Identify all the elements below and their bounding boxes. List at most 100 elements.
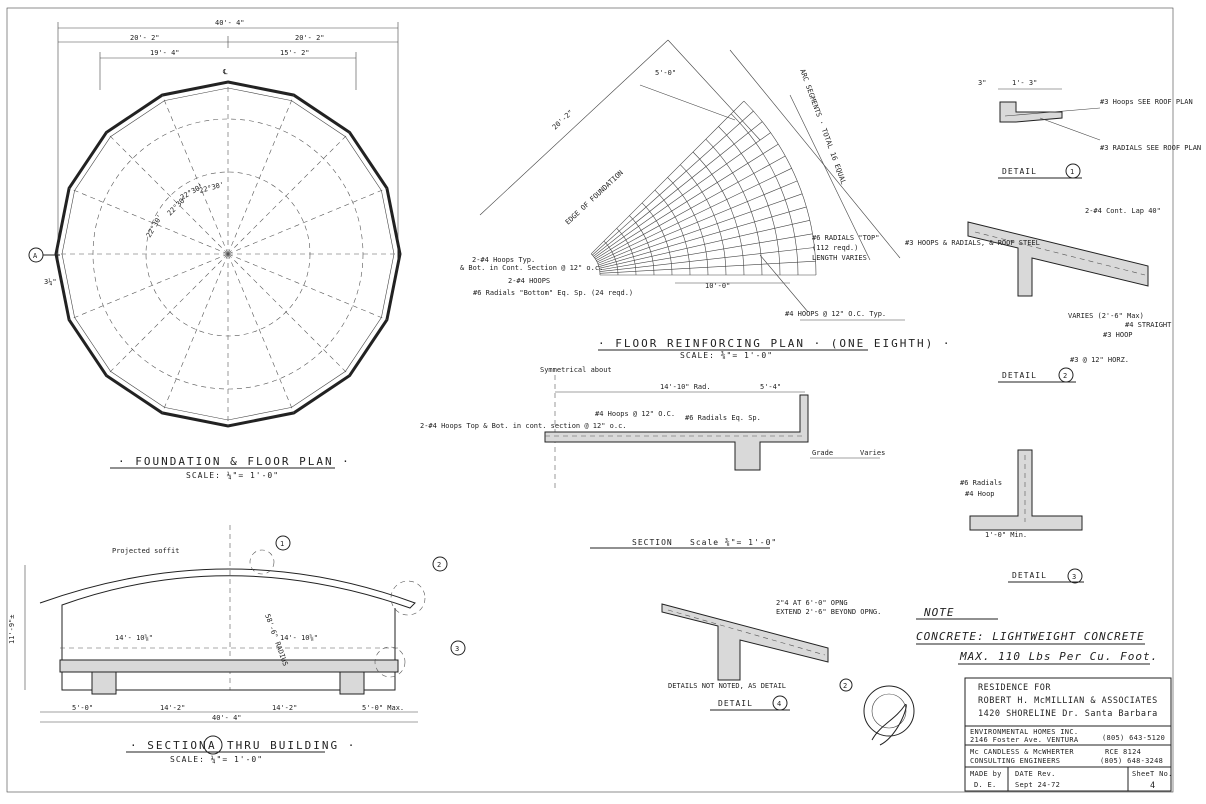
dim-c: 5'-0" [72, 704, 93, 712]
callout-2 [432, 556, 448, 572]
section-a-marker [203, 735, 223, 755]
d1-dim-b: 1'- 3" [1012, 79, 1037, 87]
d3-note-c: 1'-0" Min. [985, 531, 1027, 539]
engineer-seal [863, 685, 915, 746]
radial-line [161, 94, 229, 255]
d3-note-a: #6 Radials [960, 479, 1002, 487]
d2-note-f: #3 @ 12" HORZ. [1070, 356, 1129, 364]
note-line-1: CONCRETE: LIGHTWEIGHT CONCRETE [916, 630, 1145, 643]
angle-1: 22°30' [145, 213, 165, 239]
reinforcing-title: · FLOOR REINFORCING PLAN · (ONE EIGHTH) … [598, 337, 952, 350]
d3-note-b: #4 Hoop [965, 490, 995, 498]
tb-rce: RCE 8124 [1105, 748, 1141, 756]
tb-sheet: 4 [1150, 781, 1156, 791]
d4-ref: 2 [843, 682, 847, 690]
title-block: RESIDENCE FOR ROBERT H. McMILLIAN & ASSO… [964, 677, 1172, 792]
d2-label: DETAIL [1002, 371, 1037, 380]
reinforcing-plan: 20'-2" 5'-0" 10'-0" ARC SEGMENTS · TOTAL… [460, 39, 952, 360]
d4-num: 4 [777, 700, 781, 708]
d4-note-a: 2"4 AT 6'-0" OPNG [776, 599, 848, 607]
reinforcing-scale: SCALE: ⅜"= 1'-0" [680, 351, 773, 360]
svg-text:3: 3 [455, 645, 459, 653]
svg-text:℄: ℄ [222, 68, 228, 76]
tb-date-label: DATE Rev. [1015, 770, 1056, 778]
radial-line [161, 253, 229, 414]
section-note-varies: Varies [860, 449, 885, 457]
tb-firm-addr: 2146 Foster Ave. VENTURA [970, 736, 1079, 744]
callout-1 [275, 535, 291, 551]
detail-1: 3" 1'- 3" #3 Hoops SEE ROOF PLAN #3 RADI… [978, 79, 1201, 179]
general-note: NOTE CONCRETE: LIGHTWEIGHT CONCRETE MAX.… [916, 606, 1158, 665]
footing-right [339, 671, 365, 695]
angle-4: 22°30' [198, 181, 225, 195]
dim-inner-left: 19'- 4" [150, 49, 180, 57]
reinf-dim-1: 20'-2" [551, 108, 575, 131]
section-note-grade: Grade [812, 449, 833, 457]
radial-bar [597, 180, 798, 264]
note-hoops-bottom: #4 HOOPS @ 12" O.C. Typ. [785, 310, 886, 318]
note-radials-bottom: #6 Radials "Bottom" Eq. Sp. (24 reqd.) [473, 289, 633, 297]
radial-line [227, 253, 295, 414]
radial-bar [594, 132, 771, 258]
d4-note-b: EXTEND 2'-6" BEYOND OPNG. [776, 608, 881, 616]
tb-engineers: Mc CANDLESS & McWHERTER [970, 748, 1074, 756]
tb-made-by-label: MADE by [970, 770, 1002, 778]
svg-text:2: 2 [437, 561, 441, 569]
section-a-title-pre: · SECTION [130, 739, 208, 752]
radial-bar [599, 260, 816, 274]
tb-client: ROBERT H. McMILLIAN & ASSOCIATES [978, 696, 1158, 706]
dim-overall: 40'- 4" [215, 19, 245, 27]
d2-num: 2 [1063, 372, 1067, 380]
section-a: Projected soffit 58'-6" RADIUS 14'- 10⅝"… [8, 525, 466, 764]
section-dim-top: 14'-10" Rad. [660, 383, 711, 391]
d3-label: DETAIL [1012, 571, 1047, 580]
note-hoops-section: & Bot. in Cont. Section @ 12" o.c. [460, 264, 603, 272]
note-soffit: Projected soffit [112, 547, 179, 555]
section-dim-right: 5'-4" [760, 383, 781, 391]
radial-bar [593, 121, 763, 257]
radial-line [68, 187, 229, 255]
d2-note-a: 2-#4 Cont. Lap 40" [1085, 207, 1161, 215]
callout-3 [450, 640, 466, 656]
tb-firm-phone: (805) 643-5120 [1102, 734, 1165, 742]
tb-made-by: D. E. [974, 781, 997, 789]
d4-note-c: DETAILS NOT NOTED, AS DETAIL [668, 682, 786, 690]
offset-dim: 3¼" [44, 278, 57, 286]
radial-bar [598, 193, 803, 266]
section-scale: Scale ⅜"= 1'-0" [690, 538, 777, 547]
dim-total: 40'- 4" [212, 714, 242, 722]
dim-half-left: 20'- 2" [130, 34, 160, 42]
foundation-scale: SCALE: ¼"= 1'-0" [186, 471, 279, 480]
radial-bar [592, 110, 754, 256]
foundation-title: · FOUNDATION & FLOOR PLAN · [118, 455, 351, 468]
radial-bar [598, 206, 807, 267]
tb-residence-for: RESIDENCE FOR [978, 683, 1051, 693]
dim-d: 14'-2" [160, 704, 185, 712]
radial-line [227, 187, 388, 255]
floor-slab [59, 659, 399, 673]
tb-firm: ENVIRONMENTAL HOMES INC. [970, 728, 1078, 736]
note-radials-top: #6 RADIALS "TOP" [812, 234, 879, 242]
d2-note-b: #3 HOOPS & RADIALS, & ROOF STEEL [905, 239, 1040, 247]
section-a-title-post: THRU BUILDING · [227, 739, 356, 752]
radial-line [106, 132, 229, 255]
note-hoops-typ: 2-#4 Hoops Typ. [472, 256, 535, 264]
tb-eng-phone: (805) 648-3248 [1100, 757, 1163, 765]
note-hoops-2: 2-#4 HOOPS [508, 277, 550, 285]
note-radials-qty: (112 reqd.) [812, 244, 858, 252]
svg-text:A: A [33, 252, 38, 260]
d2-note-e: #4 STRAIGHT [1125, 321, 1172, 329]
d4-label: DETAIL [718, 699, 753, 708]
svg-text:A: A [208, 739, 217, 752]
radial-line [227, 253, 388, 321]
dim-inner-right: 15'- 2" [280, 49, 310, 57]
radial-line [106, 253, 229, 376]
d3-num: 3 [1072, 573, 1076, 581]
radial-bar [596, 155, 786, 261]
reinf-dim-2: 5'-0" [655, 69, 676, 77]
radial-line [227, 132, 350, 255]
dim-b: 14'- 10⅝" [280, 634, 318, 642]
note-line-2: MAX. 110 Lbs Per Cu. Foot. [959, 650, 1158, 663]
d1-num: 1 [1070, 168, 1074, 176]
